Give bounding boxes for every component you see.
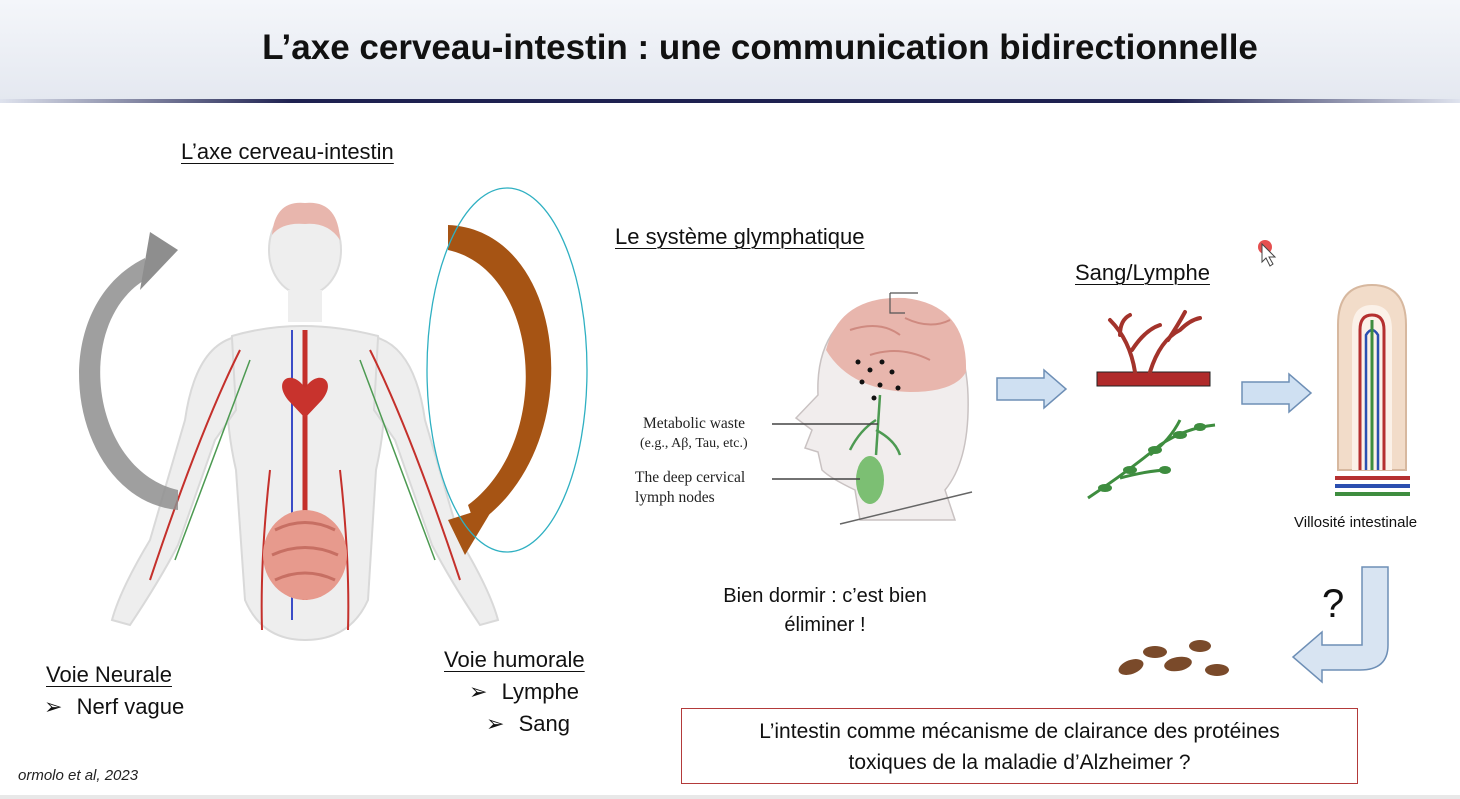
glymphatic-heading: Le système glymphatique: [615, 224, 865, 249]
sleep-message: Bien dormir : c’est bien éliminer !: [723, 585, 927, 636]
footer-strip: [0, 795, 1460, 799]
neural-pathway-title: Voie Neurale: [46, 662, 172, 687]
label-cervical-nodes-1: The deep cervical: [635, 469, 746, 486]
head-profile-figure: [772, 292, 973, 525]
villus-label: Villosité intestinale: [1294, 514, 1418, 531]
brain-icon: [272, 202, 340, 240]
question-mark: ?: [1322, 582, 1345, 626]
label-cervical-nodes-2: lymph nodes: [635, 489, 715, 506]
label-metabolic-waste: Metabolic waste: [643, 415, 746, 432]
lymph-node-icon: [856, 456, 884, 504]
bullet-arrow-icon: ➢: [44, 694, 63, 719]
feces-icon: [1118, 640, 1229, 676]
neural-pathway-arrow: [79, 258, 178, 510]
slide-title: L’axe cerveau-intestin : une communicati…: [262, 28, 1258, 67]
flow-arrow-2: [1241, 372, 1313, 414]
bullet-arrow-icon: ➢: [486, 711, 505, 736]
citation: ormolo et al, 2023: [18, 767, 139, 784]
villus-icon: [1335, 283, 1410, 496]
humoral-item-blood: ➢ Sang: [486, 711, 570, 736]
label-waste-examples: (e.g., Aβ, Tau, etc.): [640, 436, 748, 451]
heart-icon: [282, 377, 328, 418]
axis-heading: L’axe cerveau-intestin: [181, 139, 394, 164]
neural-arrowhead: [140, 232, 178, 290]
cursor-icon: [1258, 240, 1277, 267]
blood-vessel-icon: [1096, 310, 1211, 387]
blood-lymph-heading: Sang/Lymphe: [1075, 260, 1210, 285]
brain-icon: [826, 297, 967, 392]
bullet-arrow-icon: ➢: [469, 679, 488, 704]
title-underline: [0, 99, 1460, 103]
humoral-item-lymph: ➢ Lymphe: [469, 679, 580, 704]
flow-arrow-down: [1291, 566, 1389, 684]
question-box: L’intestin comme mécanisme de clairance …: [681, 708, 1358, 784]
humoral-pathway-title: Voie humorale: [444, 647, 585, 672]
humoral-pathway-arrow: [448, 225, 552, 525]
flow-arrow-1: [996, 368, 1068, 410]
lymph-vessel-icon: [1087, 419, 1216, 500]
highlight-ellipse: [426, 187, 588, 553]
human-body-figure: [110, 202, 500, 642]
title-bar: [0, 0, 1460, 101]
neural-item: ➢ Nerf vague: [44, 694, 185, 719]
